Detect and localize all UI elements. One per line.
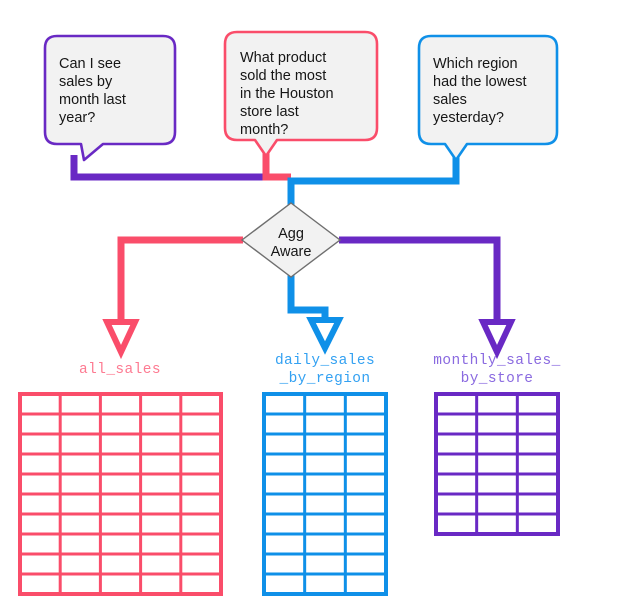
decision-label-line-1: Agg bbox=[278, 226, 304, 242]
question-bubble-shape-2 bbox=[223, 30, 379, 158]
table-outer-border bbox=[434, 392, 560, 536]
question-line-1-2: sales by bbox=[59, 74, 113, 90]
arrowhead-all-sales bbox=[102, 319, 140, 360]
question-bubble-houston-product[interactable]: What product sold the most in the Housto… bbox=[223, 30, 379, 158]
question-line-2-2: sold the most bbox=[240, 68, 326, 84]
table-grid-daily-sales-by-region[interactable] bbox=[262, 392, 388, 596]
question-bubble-month-sales[interactable]: Can I see sales by month last year? bbox=[43, 34, 177, 162]
question-line-3-3: sales bbox=[433, 92, 467, 108]
question-line-2-5: month? bbox=[240, 122, 288, 138]
question-bubble-lowest-region[interactable]: Which region had the lowest sales yester… bbox=[417, 34, 559, 162]
question-line-1-3: month last bbox=[59, 92, 126, 108]
table-grid-monthly-sales-by-store[interactable] bbox=[434, 392, 560, 536]
table-label-text-3-1: monthly_sales_ bbox=[433, 353, 560, 369]
question-line-3-1: Which region bbox=[433, 56, 518, 72]
question-line-1-4: year? bbox=[59, 110, 95, 126]
question-bubble-shape-3 bbox=[417, 34, 559, 162]
table-label-monthly-sales-by-store: monthly_sales_ by_store bbox=[433, 353, 560, 387]
table-label-text-2-1: daily_sales bbox=[275, 353, 375, 369]
connector-question2-to-decision bbox=[262, 150, 291, 181]
agg-aware-decision-node[interactable]: Agg Aware bbox=[240, 202, 342, 278]
question-line-3-2: had the lowest bbox=[433, 74, 527, 90]
connector-decision-to-daily-sales bbox=[287, 272, 329, 320]
connector-lines bbox=[70, 150, 516, 360]
arrowhead-daily-sales bbox=[306, 317, 344, 355]
question-line-3-4: yesterday? bbox=[433, 110, 504, 126]
connector-question3-to-decision bbox=[287, 155, 460, 205]
table-grid-all-sales[interactable] bbox=[18, 392, 223, 596]
table-label-text-2-2: _by_region bbox=[278, 371, 370, 387]
connector-decision-to-monthly-sales bbox=[339, 236, 501, 322]
connector-decision-to-all-sales bbox=[117, 236, 243, 322]
table-label-text-1-1: all_sales bbox=[79, 362, 161, 378]
decision-label-line-2: Aware bbox=[271, 244, 312, 260]
connector-question1-to-decision bbox=[70, 155, 291, 181]
question-line-2-1: What product bbox=[240, 50, 326, 66]
table-label-daily-sales-by-region: daily_sales _by_region bbox=[275, 353, 375, 387]
question-line-1-1: Can I see bbox=[59, 56, 121, 72]
question-bubble-shape-1 bbox=[43, 34, 177, 162]
table-label-all-sales: all_sales bbox=[79, 362, 161, 378]
question-line-2-3: in the Houston bbox=[240, 86, 334, 102]
decision-diamond-shape bbox=[240, 202, 342, 278]
question-line-2-4: store last bbox=[240, 104, 299, 120]
arrowhead-monthly-sales bbox=[478, 319, 516, 360]
table-label-text-3-2: by_store bbox=[461, 371, 534, 387]
